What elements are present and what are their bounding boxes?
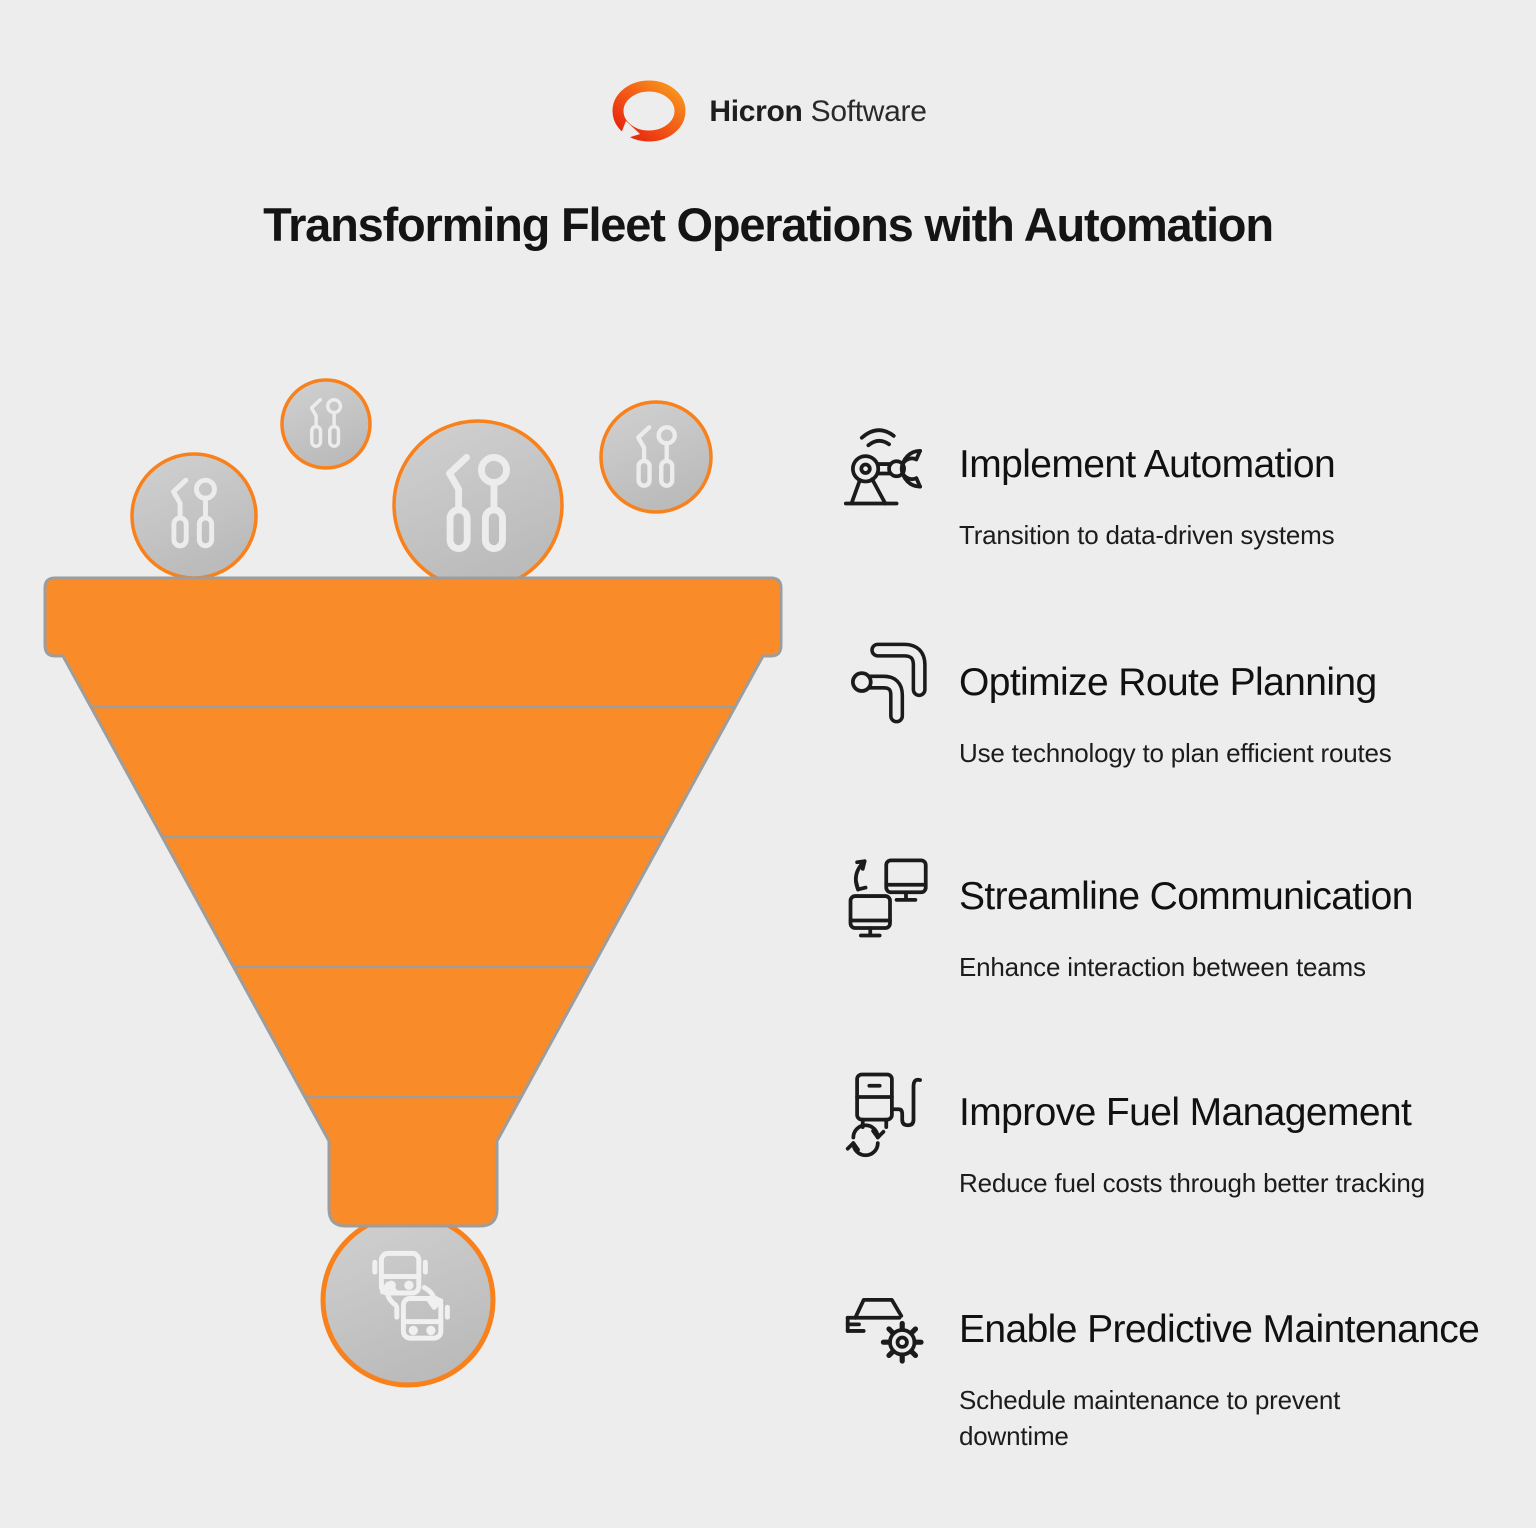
fuel-pump-icon: [845, 1072, 922, 1158]
item-subtitle: Schedule maintenance to prevent downtime: [959, 1385, 1341, 1451]
brand-regular: Software: [810, 95, 927, 128]
item-subtitle: Reduce fuel costs through better trackin…: [959, 1168, 1425, 1198]
item-subtitle: Use technology to plan efficient routes: [959, 738, 1392, 768]
tools-bubble: [392, 419, 564, 591]
list-item-enable-predictive-maintenance: Enable Predictive Maintenance Schedule m…: [843, 1283, 1523, 1455]
item-title: Implement Automation: [959, 443, 1336, 486]
list-item-implement-automation: Implement Automation Transition to data-…: [843, 418, 1523, 554]
robot-arm-icon: [843, 428, 922, 506]
item-title: Optimize Route Planning: [959, 661, 1377, 704]
list-item-improve-fuel-management: Improve Fuel Management Reduce fuel cost…: [843, 1066, 1523, 1202]
funnel-shape: [43, 576, 783, 1228]
funnel-section-dividers: [92, 705, 734, 1099]
tools-bubble: [130, 452, 258, 580]
brand-bold: Hicron: [709, 95, 803, 128]
brand-text: Hicron Software: [709, 95, 927, 129]
item-title: Streamline Communication: [959, 875, 1413, 918]
item-title: Improve Fuel Management: [959, 1091, 1412, 1134]
tools-bubble: [280, 378, 372, 470]
item-subtitle: Enhance interaction between teams: [959, 952, 1366, 982]
monitors-sync-icon: [848, 858, 928, 938]
list-item-optimize-route-planning: Optimize Route Planning Use technology t…: [843, 636, 1523, 772]
tools-bubble: [599, 400, 713, 514]
header: Hicron Software: [0, 78, 1536, 146]
list-item-streamline-communication: Streamline Communication Enhance interac…: [843, 850, 1523, 986]
page-title: Transforming Fleet Operations with Autom…: [263, 198, 1274, 251]
item-title: Enable Predictive Maintenance: [959, 1308, 1480, 1351]
route-icon: [850, 642, 927, 724]
funnel-input-bubbles: [130, 378, 713, 591]
item-subtitle: Transition to data-driven systems: [959, 520, 1335, 550]
hicron-logo-icon: [612, 80, 686, 142]
car-gear-icon: [845, 1298, 924, 1364]
funnel-output-bubble: [320, 1212, 496, 1388]
